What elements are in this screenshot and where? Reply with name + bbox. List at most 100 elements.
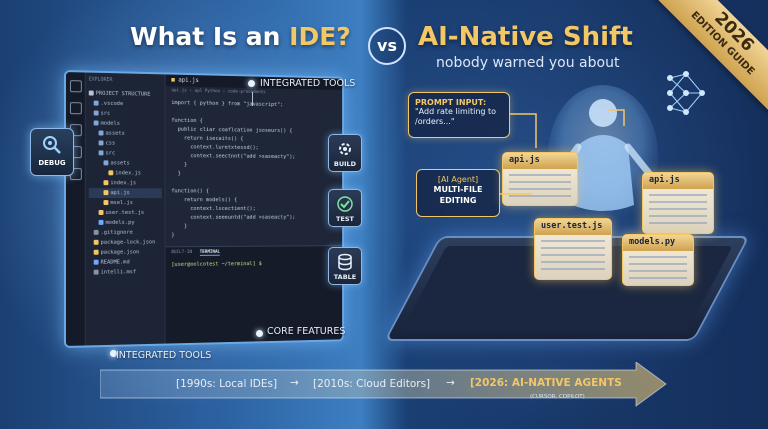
files-icon[interactable] (69, 80, 82, 93)
file-card-models: models.py (622, 234, 694, 286)
file-tree-item[interactable]: package-lock.json (89, 238, 162, 248)
connector-arrows (500, 109, 625, 195)
timeline-step-2: [2010s: Cloud Editors] (313, 378, 431, 390)
file-tree-label: package.json (100, 249, 140, 256)
core-features-label: CORE FEATURES (267, 326, 346, 337)
file-tree-item[interactable]: .gitignore (89, 228, 162, 238)
file-icon (93, 269, 99, 275)
callout-line-top (252, 92, 253, 106)
test-tile: TEST (328, 189, 362, 227)
file-icon (93, 229, 99, 235)
prompt-input-box: PROMPT INPUT: "Add rate limiting to /ord… (408, 92, 510, 138)
file-icon (98, 140, 104, 146)
test-label: TEST (336, 215, 354, 223)
explorer-label: EXPLORER (88, 76, 113, 84)
file-tree-label: css (105, 140, 116, 147)
table-tile: TABLE (328, 247, 362, 285)
timeline-arrow-2: → (446, 377, 455, 389)
code-editor[interactable]: ■ api.js api.js › apl Python › code-proc… (165, 74, 343, 247)
right-title: AI-Native Shift (418, 22, 633, 52)
agent-text: MULTI-FILE EDITING (433, 185, 483, 205)
code-line: } (171, 232, 175, 239)
timeline-step-3: [2026: AI-NATIVE AGENTS (470, 377, 622, 389)
file-tree-label: index.js (110, 180, 137, 187)
file-tree-label: README.md (100, 259, 130, 266)
file-tree-label: src (100, 110, 111, 117)
file-card-api-right: api.js (642, 172, 714, 234)
magnifier-bug-icon (43, 136, 61, 154)
code-content[interactable]: import { python } from "javascript"; fun… (166, 96, 343, 243)
prompt-title: PROMPT INPUT: (415, 98, 487, 107)
search-icon[interactable] (69, 102, 82, 115)
file-tree-item[interactable]: msel.js (89, 198, 162, 208)
agent-title: [AI Agent] (437, 175, 479, 184)
file-icon (88, 90, 94, 96)
file-tree-item[interactable]: intelli.msf (89, 267, 162, 278)
file-tree-label: api.js (110, 190, 130, 197)
ai-agent-box: [AI Agent] MULTI-FILE EDITING (416, 169, 500, 217)
neural-network-icon (667, 71, 705, 115)
terminal-prompt[interactable]: [user@oolcotest ~/terminal] $ (171, 261, 262, 268)
database-icon (338, 253, 352, 271)
code-line: return models() { (171, 197, 238, 204)
timeline-arrow-1: → (290, 377, 299, 389)
file-tree-item[interactable]: api.js (88, 188, 162, 199)
debug-label: DEBUG (38, 159, 66, 167)
file-tree-label: msel.js (110, 200, 133, 207)
file-tree-label: assets (105, 130, 125, 137)
left-title: What Is an IDE? (130, 22, 351, 51)
file-icon (98, 150, 104, 156)
callout-dot-top (248, 80, 255, 87)
vs-badge: vs (368, 27, 406, 65)
integrated-tools-bottom-label: INTEGRATED TOOLS (116, 350, 212, 361)
file-icon (93, 100, 99, 106)
build-label: BUILD (333, 160, 357, 168)
file-tree-label: assets (110, 160, 130, 167)
file-icon (93, 239, 99, 245)
file-tree-item[interactable]: user.test.js (89, 208, 162, 218)
integrated-tools-top-label: INTEGRATED TOOLS (260, 78, 356, 89)
gear-icon (339, 143, 351, 155)
left-title-highlight: IDE? (289, 22, 351, 51)
activity-bar (65, 72, 86, 346)
file-icon (98, 209, 104, 215)
file-tree-item[interactable]: assets (89, 158, 162, 168)
table-label: TABLE (333, 273, 357, 281)
code-line: function() { (171, 188, 210, 195)
right-subtitle: nobody warned you about (436, 55, 620, 71)
build-tile: BUILD (328, 134, 362, 172)
tab-built-in[interactable]: BUILT-IN (171, 250, 193, 256)
tab-terminal[interactable]: TERMINAL (199, 249, 221, 256)
callout-dot-core (256, 330, 263, 337)
file-icon (98, 219, 104, 225)
file-card-title: user.test.js (535, 219, 611, 235)
file-tree-label: models.py (105, 219, 135, 226)
timeline-step-3-sub: (CURSOR, COPILOT) (530, 394, 585, 400)
file-card-api-left: api.js (502, 152, 578, 206)
file-tree-item[interactable]: models.py (89, 218, 162, 228)
file-icon (93, 259, 99, 265)
file-card-user-test: user.test.js (534, 218, 612, 280)
code-line: context.lscectient(); (171, 206, 256, 212)
file-tree-item[interactable]: src (89, 148, 162, 159)
file-tree-label: index.js (115, 170, 142, 177)
file-card-title: models.py (623, 235, 693, 251)
file-icon (103, 190, 109, 196)
file-icon (103, 160, 109, 166)
code-line: context.seectnnt("add >saseacty"); (171, 153, 296, 161)
callout-dot-bottom (110, 350, 117, 357)
file-icon (108, 170, 114, 176)
code-line: context.seeeuntd("add >saseacty"); (171, 214, 296, 221)
file-icon (103, 200, 109, 206)
file-tree-item[interactable]: package.json (89, 247, 162, 257)
file-tree-item[interactable]: index.js (89, 168, 162, 178)
timeline-step-1: [1990s: Local IDEs] (176, 378, 278, 390)
file-card-title: api.js (643, 173, 713, 189)
timeline-arrow (100, 362, 667, 407)
file-icon (93, 249, 99, 255)
file-icon (93, 120, 99, 126)
file-tree-item[interactable]: index.js (89, 178, 162, 188)
